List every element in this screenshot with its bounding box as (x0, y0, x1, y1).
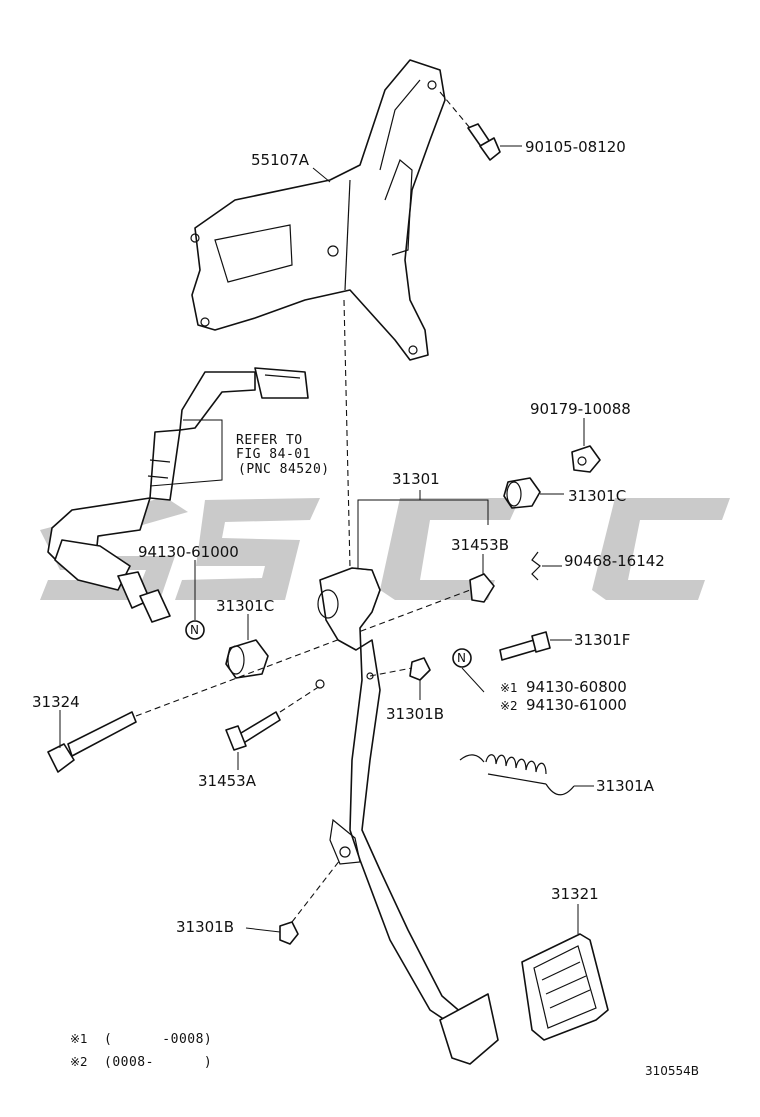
nut-94130-61000-left[interactable] (185, 620, 205, 640)
label-90468-16142: 90468-16142 (564, 552, 665, 570)
spring-31301A[interactable] (459, 754, 575, 796)
label-31301A: 31301A (596, 777, 655, 795)
footnote-text-1: ( -0008) (104, 1032, 212, 1047)
label-31453B: 31453B (451, 536, 509, 554)
label-refer-fig: FIG 84-01 (236, 447, 311, 462)
label-55107A: 55107A (251, 151, 310, 169)
stop-lamp-switch[interactable] (47, 367, 309, 623)
bushing-31301C-top[interactable] (503, 477, 541, 509)
collar-31453B[interactable] (469, 573, 495, 603)
label-31301C-left: 31301C (216, 597, 274, 615)
footnote-text-2: (0008- ) (104, 1055, 212, 1070)
label-note-mark-2: ※2 (500, 699, 518, 713)
nut-symbol-n-left: N (190, 623, 199, 637)
label-31301B-mid: 31301B (386, 705, 444, 723)
pedal-pad-31321[interactable] (521, 933, 609, 1041)
bolt-31324[interactable] (47, 711, 137, 773)
nut-symbol-n-right: N (457, 651, 466, 665)
clip-90468-16142[interactable] (531, 551, 541, 581)
label-90105-08120: 90105-08120 (525, 138, 626, 156)
label-31321: 31321 (551, 885, 599, 903)
label-31301F: 31301F (574, 631, 630, 649)
pedal-arm-31301[interactable] (315, 567, 471, 1031)
label-94130-61000-left: 94130-61000 (138, 543, 239, 561)
label-31301C-top: 31301C (568, 487, 626, 505)
bolt-31301F[interactable] (499, 631, 551, 661)
label-31453A: 31453A (198, 772, 257, 790)
nut-N-right[interactable] (452, 648, 472, 668)
bracket-55107A[interactable] (190, 59, 446, 361)
bolt-90105-08120[interactable] (467, 123, 501, 161)
pin-31453A[interactable] (225, 711, 281, 751)
label-94130-60800: 94130-60800 (526, 678, 627, 696)
pedal-pad[interactable] (439, 993, 499, 1065)
label-94130-61000-right: 94130-61000 (526, 696, 627, 714)
label-31324: 31324 (32, 693, 80, 711)
label-31301: 31301 (392, 470, 440, 488)
label-90179-10088: 90179-10088 (530, 400, 631, 418)
footnote-mark-1: ※1 (70, 1032, 88, 1046)
label-refer-pnc: (PNC 84520) (238, 462, 330, 477)
label-note-mark-1: ※1 (500, 681, 518, 695)
bushing-31301B-low[interactable] (279, 921, 299, 945)
bushing-31301B-mid[interactable] (409, 657, 431, 681)
footnote-mark-2: ※2 (70, 1055, 88, 1069)
label-31301B-low: 31301B (176, 918, 234, 936)
label-refer-to: REFER TO (236, 433, 303, 448)
nut-90179-10088[interactable] (571, 445, 601, 473)
bushing-31301C-left[interactable] (225, 639, 269, 679)
figure-id: 310554B (645, 1064, 699, 1078)
